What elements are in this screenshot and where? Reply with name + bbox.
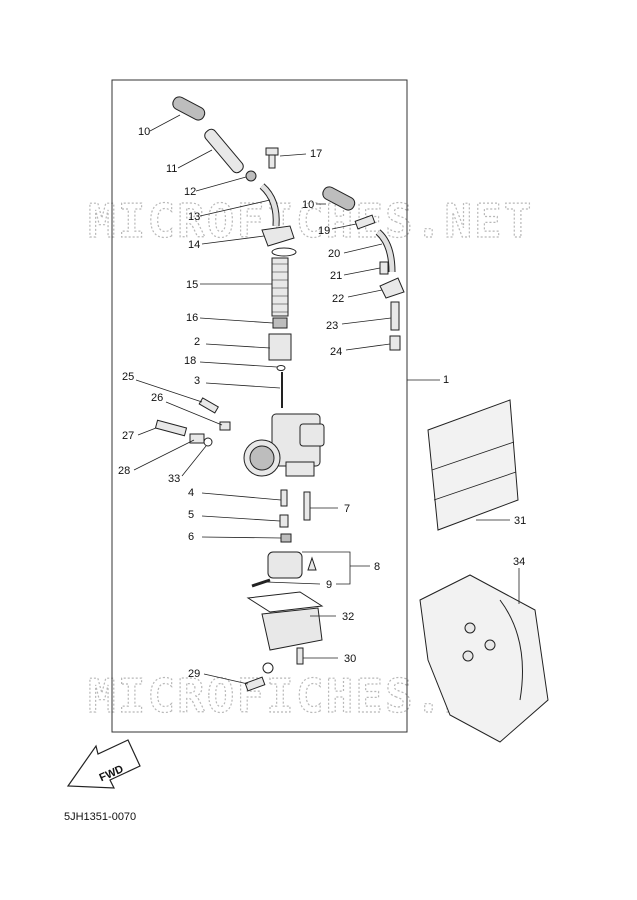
callout-25: 25 — [122, 371, 134, 383]
part-18-clip — [276, 365, 286, 371]
part-27-screw — [154, 419, 188, 437]
callout-19: 19 — [318, 225, 330, 237]
part-21-screw — [379, 261, 389, 275]
part-6-jet — [280, 533, 292, 543]
callout-10b: 10 — [302, 199, 314, 211]
part-33-washer — [203, 437, 213, 447]
part-17-retainer — [272, 317, 288, 329]
callout-8: 8 — [374, 561, 380, 573]
callout-10a: 10 — [138, 126, 150, 138]
callout-14: 17 — [310, 148, 322, 160]
part-2-throttle-valve — [268, 333, 292, 361]
callout-1: 1 — [443, 374, 449, 386]
callout-labels: 10 11 12 17 13 14 15 16 2 18 3 25 26 27 … — [118, 114, 526, 685]
callout-21: 21 — [330, 270, 342, 282]
callout-34: 34 — [513, 556, 525, 568]
part-34-cover — [419, 574, 549, 743]
part-32-float-bowl — [246, 591, 324, 651]
callout-5: 5 — [188, 509, 194, 521]
part-29-drain-screw — [244, 676, 266, 692]
part-22-cap — [379, 277, 405, 299]
part-19-fitting — [354, 214, 376, 230]
callout-4: 4 — [188, 487, 194, 499]
callout-13: 13 — [188, 211, 200, 223]
part-16-spring — [271, 257, 289, 317]
part-5-jet — [279, 514, 289, 528]
part-14-screw — [265, 147, 279, 169]
callout-16: 15 — [186, 279, 198, 291]
part-7-jet — [303, 491, 311, 521]
callout-22: 22 — [332, 293, 344, 305]
carburetor-body — [243, 413, 325, 477]
part-12-ring — [245, 170, 257, 182]
callout-26: 26 — [151, 392, 163, 404]
part-15-cap — [261, 225, 297, 257]
callout-31: 31 — [514, 515, 526, 527]
part-26-spring — [219, 421, 231, 431]
callout-2: 2 — [194, 336, 200, 348]
callout-28: 28 — [118, 465, 130, 477]
part-31-bag — [427, 399, 519, 531]
callout-32: 32 — [342, 611, 354, 623]
assembly-frame — [111, 79, 408, 733]
callout-18: 18 — [184, 355, 196, 367]
callout-3: 3 — [194, 375, 200, 387]
part-30-screw — [296, 647, 304, 665]
part-9-pin — [251, 578, 271, 588]
callout-15: 14 — [188, 239, 200, 251]
catalog-code: 5JH1351-0070 — [64, 811, 137, 823]
callout-20: 20 — [328, 248, 340, 260]
callout-6: 6 — [188, 531, 194, 543]
callout-12: 12 — [184, 186, 196, 198]
callout-33: 33 — [168, 473, 180, 485]
part-11-tube — [204, 128, 244, 174]
callout-17: 16 — [186, 312, 198, 324]
part-10-grip-left — [172, 96, 206, 121]
callout-24: 24 — [330, 346, 342, 358]
callout-27: 27 — [122, 430, 134, 442]
part-8-float — [267, 551, 303, 579]
part-4-jet — [280, 489, 288, 507]
callout-7: 7 — [344, 503, 350, 515]
part-10-grip-right — [322, 186, 356, 211]
part-23-spring — [390, 301, 400, 331]
callout-30: 30 — [344, 653, 356, 665]
callout-29: 29 — [188, 668, 200, 680]
part-28-spring — [189, 433, 205, 444]
callout-11: 11 — [166, 163, 177, 175]
part-25-screw — [198, 397, 219, 414]
part-24-valve — [389, 335, 401, 351]
callout-23: 23 — [326, 320, 338, 332]
watermark-top: MICROFICHES.NET — [88, 194, 533, 248]
callout-9: 9 — [326, 579, 332, 591]
fwd-arrow[interactable]: FWD — [66, 739, 141, 789]
